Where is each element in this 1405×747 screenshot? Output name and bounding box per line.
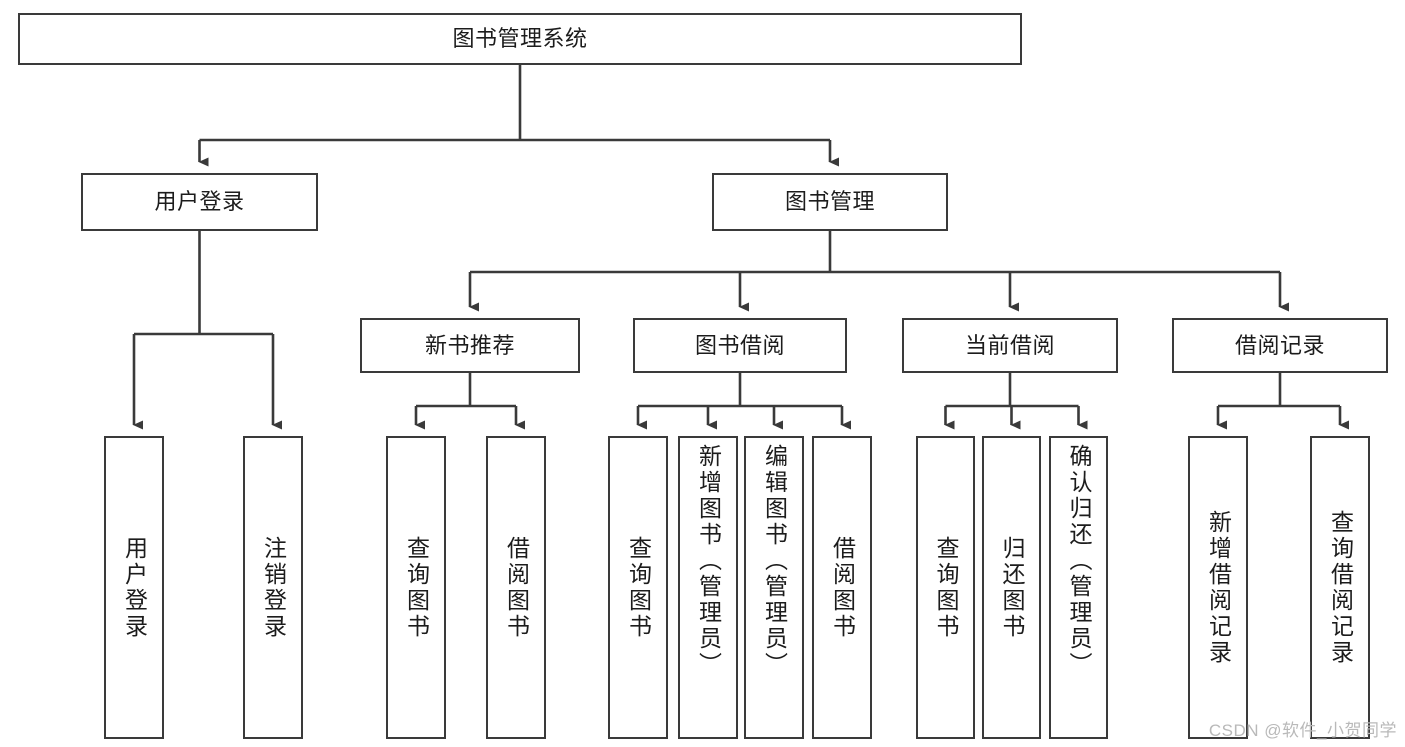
- node-label: 借阅记录: [1234, 332, 1325, 358]
- node-label: 新增图书（管理员）: [695, 444, 722, 678]
- node-leaf1[interactable]: 用户登录: [104, 436, 164, 739]
- node-label: 查询图书: [625, 535, 652, 640]
- node-label: 查询图书: [403, 535, 430, 640]
- node-login[interactable]: 用户登录: [81, 173, 318, 231]
- node-label: 编辑图书（管理员）: [761, 444, 788, 678]
- node-label: 借阅图书: [829, 535, 856, 640]
- node-label: 用户登录: [121, 535, 148, 640]
- node-leaf13[interactable]: 查询借阅记录: [1310, 436, 1370, 739]
- node-leaf9[interactable]: 查询图书: [916, 436, 975, 739]
- node-label: 新增借阅记录: [1205, 509, 1232, 666]
- node-label: 图书管理: [784, 189, 875, 215]
- node-root[interactable]: 图书管理系统: [18, 13, 1022, 65]
- node-label: 借阅图书: [503, 535, 530, 640]
- node-leaf11[interactable]: 确认归还（管理员）: [1049, 436, 1108, 739]
- node-label: 图书借阅: [694, 332, 785, 358]
- node-label: 确认归还（管理员）: [1066, 444, 1092, 678]
- node-label: 图书管理系统: [452, 26, 588, 52]
- node-leaf3[interactable]: 查询图书: [386, 436, 446, 739]
- watermark-text: CSDN @软件_小贺同学: [1208, 721, 1397, 740]
- node-leaf12[interactable]: 新增借阅记录: [1188, 436, 1248, 739]
- node-bookmgmt[interactable]: 图书管理: [712, 173, 948, 231]
- node-leaf8[interactable]: 借阅图书: [812, 436, 872, 739]
- node-leaf7[interactable]: 编辑图书（管理员）: [744, 436, 804, 739]
- node-label: 查询借阅记录: [1327, 509, 1354, 666]
- node-leaf5[interactable]: 查询图书: [608, 436, 668, 739]
- node-borrow[interactable]: 图书借阅: [633, 318, 847, 373]
- node-label: 查询图书: [933, 535, 959, 640]
- node-label: 注销登录: [260, 535, 287, 640]
- node-label: 归还图书: [999, 535, 1025, 640]
- node-leaf2[interactable]: 注销登录: [243, 436, 303, 739]
- node-leaf4[interactable]: 借阅图书: [486, 436, 546, 739]
- node-records[interactable]: 借阅记录: [1172, 318, 1388, 373]
- node-newbook[interactable]: 新书推荐: [360, 318, 580, 373]
- node-leaf6[interactable]: 新增图书（管理员）: [678, 436, 738, 739]
- node-leaf10[interactable]: 归还图书: [982, 436, 1041, 739]
- node-label: 新书推荐: [424, 332, 515, 358]
- node-current[interactable]: 当前借阅: [902, 318, 1118, 373]
- node-label: 用户登录: [154, 189, 245, 215]
- node-label: 当前借阅: [964, 332, 1055, 358]
